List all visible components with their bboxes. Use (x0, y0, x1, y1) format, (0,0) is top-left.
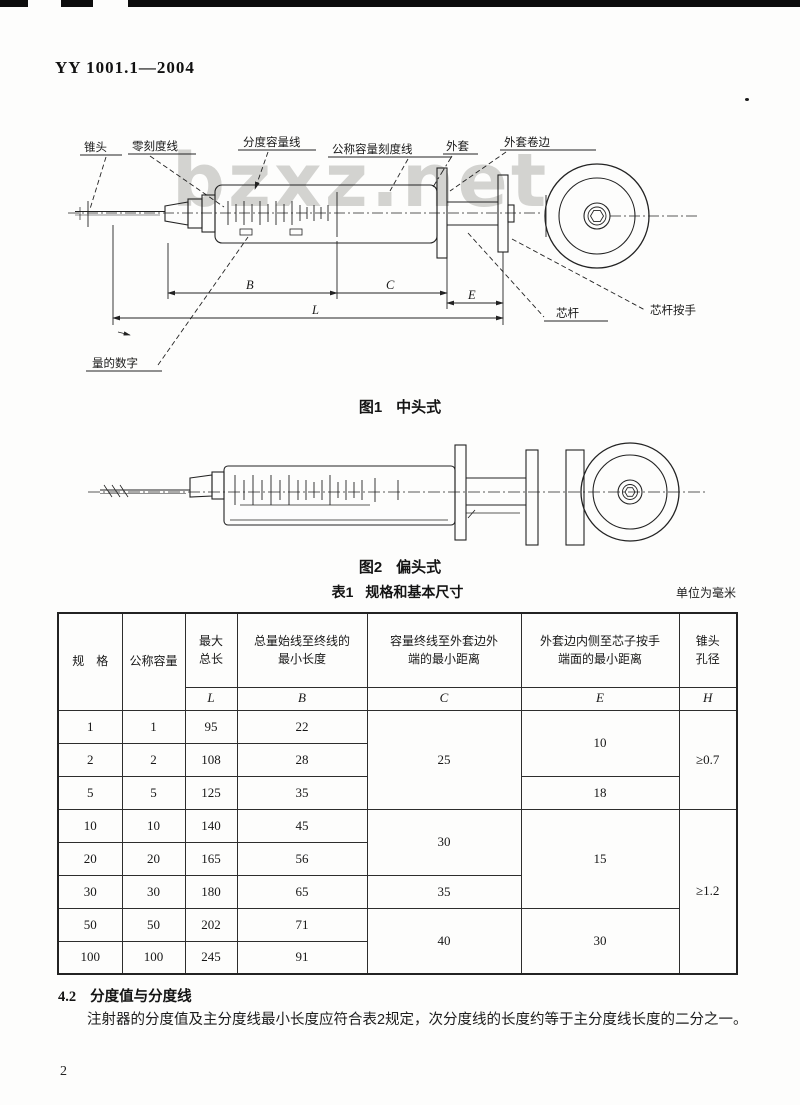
graduation-ticks (234, 475, 399, 506)
scan-top-edge-gap (28, 0, 61, 7)
col-header-c: 容量终线至外套边外 端的最小距离 (366, 612, 522, 688)
graduation-ticks (227, 192, 338, 237)
section-heading: 4.2 分度值与分度线 (58, 985, 192, 1006)
dim-letter-b: B (236, 686, 368, 711)
col-header-e: 外套边内侧至芯子按手 端面的最小距离 (520, 612, 680, 688)
section-body: 注射器的分度值及主分度线最小长度应符合表2规定，次分度线的长度约等于主分度线长度… (87, 1012, 748, 1028)
cell-c-group: 40 (366, 907, 522, 975)
table-title-row: 表1 规格和基本尺寸 单位为毫米 (57, 582, 738, 602)
end-view (544, 163, 700, 269)
cone-tip-offset (189, 471, 225, 500)
scan-speck (745, 98, 749, 101)
figure1-caption-number: 图1 (358, 399, 383, 416)
dim-letter-c: C (366, 686, 522, 711)
table-row: 2 2 108 28 (57, 742, 737, 777)
table-row: 1 1 95 22 25 10 ≥0.7 (57, 709, 738, 810)
section-title: 分度值与分度线 (90, 989, 192, 1005)
barrel (223, 465, 456, 526)
figure2-caption-text: 偏头式 (396, 559, 442, 576)
cell-c-group: 35 (366, 874, 522, 909)
barrel (214, 184, 438, 244)
figure2-caption-number: 图2 (358, 559, 383, 576)
figure2-caption: 图2 偏头式 (0, 556, 800, 577)
table-title-text: 规格和基本尺寸 (365, 584, 464, 600)
page-number: 2 (60, 1064, 67, 1079)
needle (75, 201, 165, 227)
spec-table-container: 规 格 公称容量 最大 总长 总量始线至终线的 最小长度 容量终线至外套边外 端… (57, 612, 738, 975)
end-view (580, 442, 680, 542)
label-barrel-flange: 外套卷边 (504, 135, 550, 149)
dim-letter-e: E (520, 686, 680, 711)
figure1-bottom-leaders (86, 232, 646, 372)
section-number: 4.2 (58, 989, 77, 1005)
cell-h-group: ≥0.7 (678, 709, 738, 810)
table-row: 30 30 180 65 35 (57, 874, 737, 909)
scan-top-edge (0, 0, 800, 7)
table-row: 50 50 202 71 40 30 (57, 907, 737, 975)
button-side-view (565, 449, 585, 546)
dim-letter-b: B (246, 278, 254, 292)
figure1-label-leaders (80, 149, 596, 210)
needle (100, 484, 190, 498)
cell-e-group: 30 (520, 907, 680, 975)
col-header-b: 总量始线至终线的 最小长度 (236, 612, 368, 688)
table-unit-note: 单位为毫米 (675, 586, 736, 600)
label-nominal-capacity-line: 公称容量刻度线 (332, 142, 413, 156)
figure2-diagram (0, 428, 800, 573)
dim-letter-h: H (678, 686, 738, 711)
cell-e-group: 10 (520, 709, 680, 777)
col-header-spec: 规 格 (57, 612, 123, 711)
figure2-svg (88, 442, 705, 546)
dimension-lines (112, 225, 504, 325)
dim-letter-l: L (311, 303, 319, 317)
table-row: 100 100 245 91 (57, 940, 737, 975)
label-qty-numbers: 量的数字 (92, 356, 138, 370)
col-header-max-length: 最大 总长 (184, 612, 238, 688)
plunger (466, 449, 539, 546)
scan-top-edge-gap (93, 0, 128, 7)
cell-h-group: ≥1.2 (678, 808, 738, 975)
table-row: 10 10 140 45 30 15 ≥1.2 (57, 808, 738, 975)
dim-letter-e: E (467, 288, 476, 302)
cell-e-group: 18 (520, 775, 680, 810)
figure1-svg: 锥头 零刻度线 分度容量线 公称容量刻度线 外套 外套卷边 (68, 135, 700, 372)
label-plunger-button: 芯杆按手 (650, 303, 696, 317)
figure1-diagram: 锥头 零刻度线 分度容量线 公称容量刻度线 外套 外套卷边 (0, 115, 800, 415)
figure1-caption: 图1 中头式 (0, 396, 800, 417)
col-header-capacity: 公称容量 (121, 612, 186, 711)
cone-tip (164, 194, 216, 233)
spec-table: 规 格 公称容量 最大 总长 总量始线至终线的 最小长度 容量终线至外套边外 端… (57, 612, 738, 975)
label-barrel: 外套 (446, 140, 469, 153)
label-plunger: 芯杆 (556, 306, 579, 320)
label-zero-line: 零刻度线 (132, 139, 178, 153)
cell-c-group: 30 (366, 808, 522, 876)
barrel-flange (436, 167, 448, 259)
dim-letter-c: C (386, 278, 395, 292)
table-number: 表1 (331, 584, 354, 600)
col-header-h: 锥头 孔径 (678, 612, 738, 688)
dim-letter-l: L (184, 686, 238, 711)
table-title: 表1 规格和基本尺寸 (57, 582, 738, 602)
figure1-caption-text: 中头式 (396, 399, 442, 416)
cell-e-group: 15 (520, 808, 680, 909)
barrel-flange (454, 444, 467, 541)
label-graduation-line: 分度容量线 (243, 135, 301, 149)
label-cone: 锥头 (84, 141, 107, 154)
cell-c-group: 25 (366, 709, 522, 810)
standard-number: YY 1001.1—2004 (55, 58, 195, 77)
